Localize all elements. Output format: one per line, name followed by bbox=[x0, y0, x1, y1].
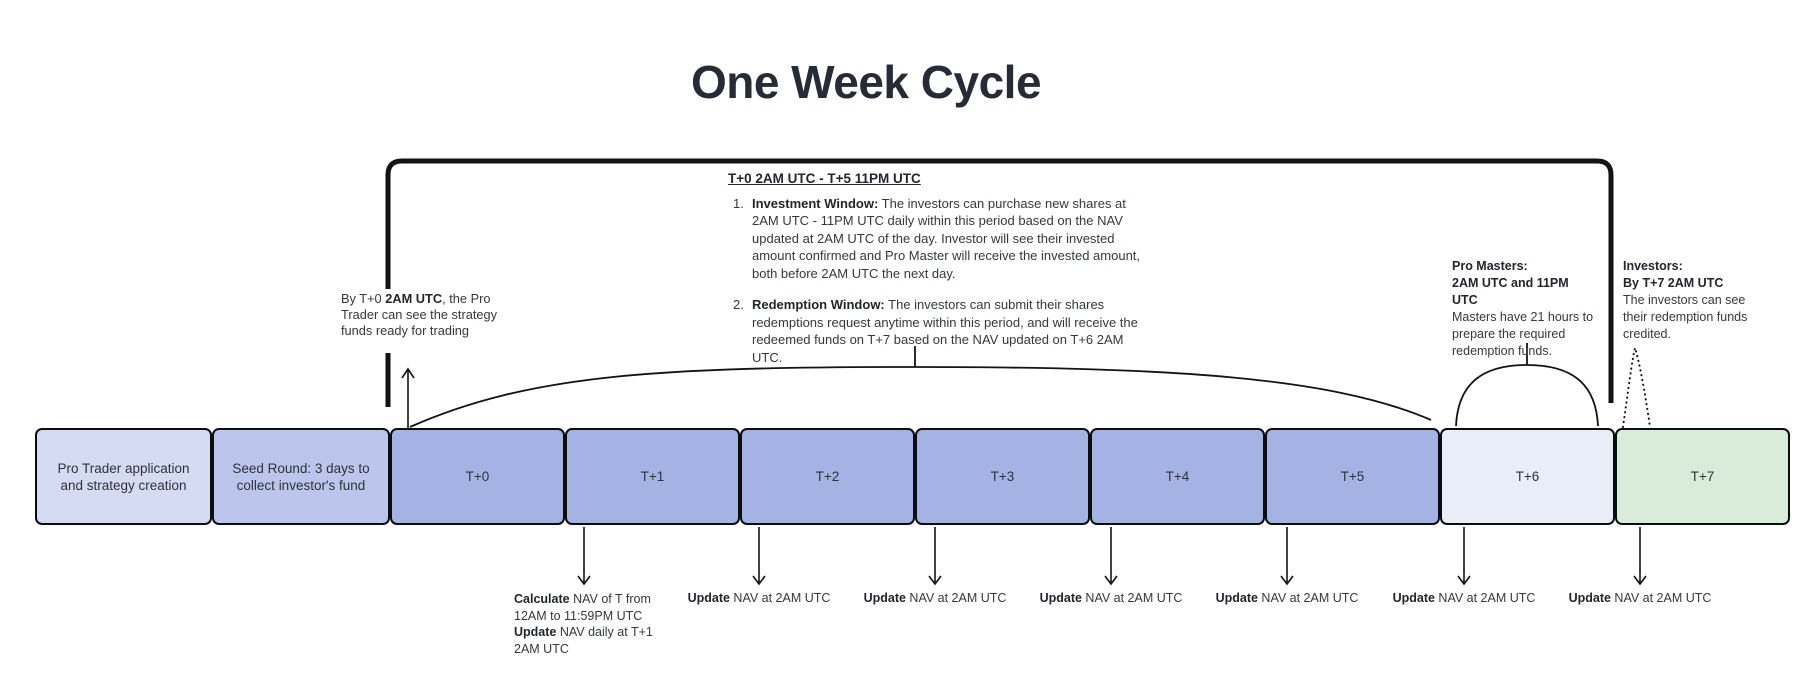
down-arrow bbox=[1104, 527, 1118, 586]
timeline-box-t6: T+6 bbox=[1440, 428, 1615, 525]
nav-label-bold: Update bbox=[1392, 591, 1435, 605]
timeline-box-seed-round: Seed Round: 3 days to collect investor's… bbox=[212, 428, 390, 525]
annotation-item-investment: 1. Investment Window: The investors can … bbox=[728, 195, 1164, 283]
page-title: One Week Cycle bbox=[690, 56, 1042, 108]
list-number: 2. bbox=[733, 297, 744, 312]
timeline-box-t1: T+1 bbox=[565, 428, 740, 525]
nav-label-text: NAV daily at T+1 bbox=[556, 625, 653, 639]
pro-trader-up-arrow bbox=[401, 367, 415, 429]
pro-masters-note: Pro Masters: 2AM UTC and 11PM UTC Master… bbox=[1452, 258, 1597, 360]
down-arrow bbox=[1633, 527, 1647, 586]
annotation-text: Investment Window: The investors can pur… bbox=[752, 195, 1144, 283]
note-title: Pro Masters: bbox=[1452, 259, 1528, 273]
box-label: T+4 bbox=[1165, 469, 1190, 484]
annotation-body: The investors can submit their shares re… bbox=[752, 297, 1138, 365]
investors-dotted-arch bbox=[1622, 344, 1651, 428]
nav-label-text: NAV of T from bbox=[569, 592, 651, 606]
box-label: Pro Trader application and strategy crea… bbox=[57, 460, 190, 493]
box-label: T+0 bbox=[465, 469, 490, 484]
nav-label-text: NAV at 2AM UTC bbox=[1257, 591, 1359, 605]
pro-masters-arc bbox=[1455, 364, 1599, 427]
note-subtitle: 2AM UTC and 11PM UTC bbox=[1452, 276, 1569, 307]
down-arrow bbox=[1457, 527, 1471, 586]
nav-label-text: NAV at 2AM UTC bbox=[1434, 591, 1536, 605]
box-label: T+3 bbox=[990, 469, 1015, 484]
down-arrow bbox=[1280, 527, 1294, 586]
nav-label-line: 2AM UTC bbox=[514, 641, 653, 658]
nav-label-text: NAV at 2AM UTC bbox=[729, 591, 831, 605]
nav-label-text: NAV at 2AM UTC bbox=[1610, 591, 1712, 605]
nav-label-bold: Update bbox=[1215, 591, 1258, 605]
timeline-box-t4: T+4 bbox=[1090, 428, 1265, 525]
nav-label-bold: Update bbox=[863, 591, 906, 605]
investors-note: Investors: By T+7 2AM UTC The investors … bbox=[1623, 258, 1768, 343]
annotation-lead: Investment Window: bbox=[752, 195, 879, 211]
down-arrow bbox=[577, 527, 591, 586]
note-title: Investors: bbox=[1623, 259, 1683, 273]
nav-label-bold: Update bbox=[1568, 591, 1611, 605]
note-text: , the Pro Trader can see the strategy fu… bbox=[341, 291, 498, 338]
nav-label-text: NAV at 2AM UTC bbox=[905, 591, 1007, 605]
nav-label-line: Update NAV daily at T+1 bbox=[514, 624, 653, 641]
note-body: The investors can see their redemption f… bbox=[1623, 293, 1748, 341]
box-label: Seed Round: 3 days to collect investor's… bbox=[232, 460, 370, 493]
timeline-box-t7: T+7 bbox=[1615, 428, 1790, 525]
timeline-box-t0: T+0 bbox=[390, 428, 565, 525]
timeline-row: Pro Trader application and strategy crea… bbox=[35, 428, 1790, 525]
nav-label-update: Update NAV at 2AM UTC bbox=[1202, 591, 1372, 605]
annotation-text: Redemption Window: The investors can sub… bbox=[752, 296, 1144, 366]
pro-trader-note: By T+0 2AM UTC, the Pro Trader can see t… bbox=[341, 291, 521, 339]
nav-label-bold: Update bbox=[687, 591, 730, 605]
investment-redemption-annotation: T+0 2AM UTC - T+5 11PM UTC 1. Investment… bbox=[728, 170, 1164, 380]
nav-label-update: Update NAV at 2AM UTC bbox=[850, 591, 1020, 605]
nav-label-text: 12AM to 11:59PM UTC bbox=[514, 608, 643, 623]
nav-label-update: Update NAV at 2AM UTC bbox=[1379, 591, 1549, 605]
box-label: T+1 bbox=[640, 469, 665, 484]
nav-label-text: 2AM UTC bbox=[514, 641, 569, 656]
nav-label-update: Update NAV at 2AM UTC bbox=[1555, 591, 1725, 605]
box-label: T+7 bbox=[1690, 469, 1715, 484]
nav-label-line: Calculate NAV of T from bbox=[514, 591, 653, 608]
nav-label-text: NAV at 2AM UTC bbox=[1081, 591, 1183, 605]
down-arrow bbox=[928, 527, 942, 586]
nav-label-update: Update NAV at 2AM UTC bbox=[1026, 591, 1196, 605]
box-label: T+2 bbox=[815, 469, 840, 484]
annotation-heading: T+0 2AM UTC - T+5 11PM UTC bbox=[728, 171, 921, 186]
box-label: T+5 bbox=[1340, 469, 1365, 484]
list-number: 1. bbox=[733, 195, 744, 211]
note-body: Masters have 21 hours to prepare the req… bbox=[1452, 310, 1594, 358]
nav-label-calculate: Calculate NAV of T from 12AM to 11:59PM … bbox=[514, 591, 653, 657]
nav-label-bold: Calculate bbox=[514, 592, 570, 606]
nav-down-arrows bbox=[577, 527, 1647, 586]
timeline-box-t5: T+5 bbox=[1265, 428, 1440, 525]
note-bold: 2AM UTC bbox=[385, 291, 443, 306]
timeline-box-t3: T+3 bbox=[915, 428, 1090, 525]
annotation-item-redemption: 2. Redemption Window: The investors can … bbox=[728, 296, 1164, 366]
nav-label-update: Update NAV at 2AM UTC bbox=[674, 591, 844, 605]
nav-label-line: 12AM to 11:59PM UTC bbox=[514, 608, 653, 625]
timeline-box-t2: T+2 bbox=[740, 428, 915, 525]
annotation-body: The investors can purchase new shares at… bbox=[752, 195, 1141, 281]
note-subtitle: By T+7 2AM UTC bbox=[1623, 276, 1724, 290]
annotation-lead: Redemption Window: bbox=[752, 297, 885, 312]
note-text: By T+0 bbox=[341, 291, 386, 306]
down-arrow bbox=[752, 527, 766, 586]
timeline-box-pro-trader: Pro Trader application and strategy crea… bbox=[35, 428, 212, 525]
nav-label-bold: Update bbox=[1039, 591, 1082, 605]
nav-label-bold: Update bbox=[514, 625, 557, 639]
box-label: T+6 bbox=[1515, 469, 1540, 484]
